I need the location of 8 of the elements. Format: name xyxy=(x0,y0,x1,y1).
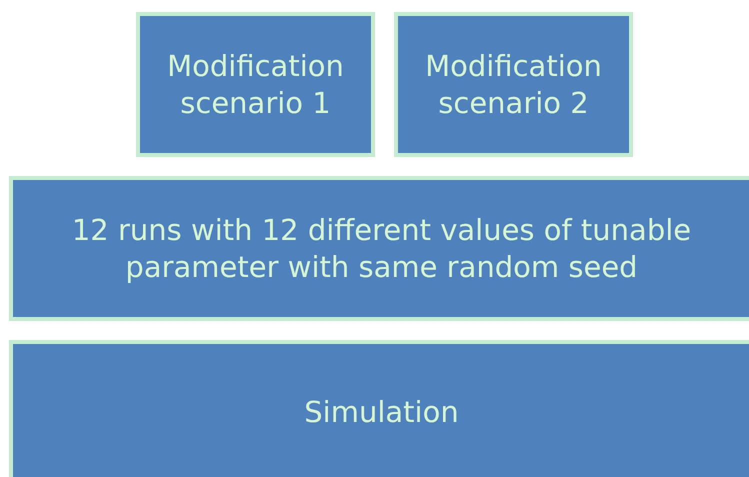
process-box xyxy=(9,340,749,477)
box-label: Simulation xyxy=(304,394,459,431)
box-label: Modification scenario 2 xyxy=(424,48,603,122)
box-label: Modification scenario 1 xyxy=(166,48,345,122)
process-box xyxy=(136,12,375,157)
process-box xyxy=(9,176,749,321)
process-box xyxy=(394,12,633,157)
box-label: 12 runs with 12 different values of tunable parameter with same random seed xyxy=(70,212,692,286)
